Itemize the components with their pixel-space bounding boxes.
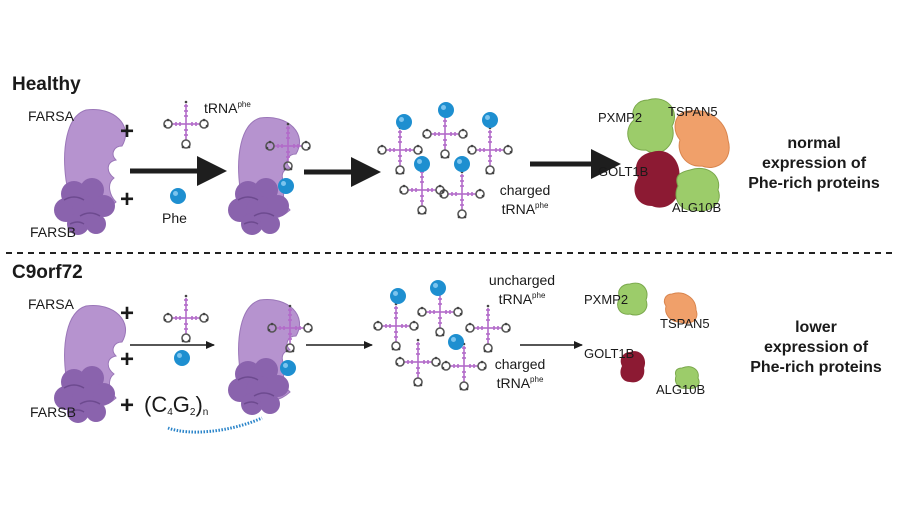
charged-trna-label-healthy: charged tRNAphe [499,182,551,217]
protein-label-golt1b-c9: GOLT1B [584,346,635,361]
phe-label-healthy: Phe [162,210,187,226]
protein-golt1b-c9 [620,351,646,383]
trna-label-healthy: tRNAphe [204,100,251,116]
protein-pxmp2-healthy [627,98,675,154]
protein-label-tspan5-healthy: TSPAN5 [668,104,718,119]
farsa-label-c9: FARSA [28,296,74,312]
protein-label-alg10b-healthy: ALG10B [672,200,722,215]
farsb-label-healthy: FARSB [30,224,76,240]
protein-tspan5-healthy [674,110,730,168]
outcome-text-healthy: normal expression of Phe-rich proteins [748,135,880,192]
c4g2-repeat-label: (C4G2)n [144,392,209,418]
protein-tspan5-c9 [663,292,698,324]
farsa-label-healthy: FARSA [28,108,74,124]
protein-alg10b-healthy [675,168,720,212]
plus-sign-healthy-2: + [120,186,135,213]
protein-golt1b-healthy [634,150,680,208]
enzyme-complex-c9 [227,298,314,416]
protein-label-pxmp2-healthy: PXMP2 [598,110,643,125]
c9orf72-panel [53,280,700,434]
phe-ball-healthy [170,188,186,204]
repeat-rna-strand [167,416,263,434]
c9orf72-title: C9orf72 [12,262,83,283]
protein-label-golt1b-healthy: GOLT1B [598,164,649,179]
plus-sign-c9-3: + [120,392,135,419]
outcome-text-c9: lower expression of Phe-rich proteins [750,319,882,376]
charged-trna-label-c9: charged tRNAphe [494,356,546,391]
healthy-title: Healthy [12,74,81,95]
plus-sign-c9-2: + [120,346,135,373]
trna-input-healthy [162,99,210,150]
phe-ball-c9 [174,350,190,366]
enzyme-complex-healthy [227,116,312,236]
uncharged-trna-label-c9: uncharged tRNAphe [488,272,556,307]
protein-label-pxmp2-c9: PXMP2 [584,292,629,307]
plus-sign-healthy-1: + [120,118,135,145]
protein-label-tspan5-c9: TSPAN5 [660,316,710,331]
healthy-panel [53,98,730,236]
farsb-label-c9: FARSB [30,404,76,420]
trna-input-c9 [162,293,210,344]
plus-sign-c9-1: + [120,300,135,327]
protein-label-alg10b-c9: ALG10B [656,382,706,397]
protein-pxmp2-c9 [617,282,648,316]
protein-alg10b-c9 [675,366,700,389]
